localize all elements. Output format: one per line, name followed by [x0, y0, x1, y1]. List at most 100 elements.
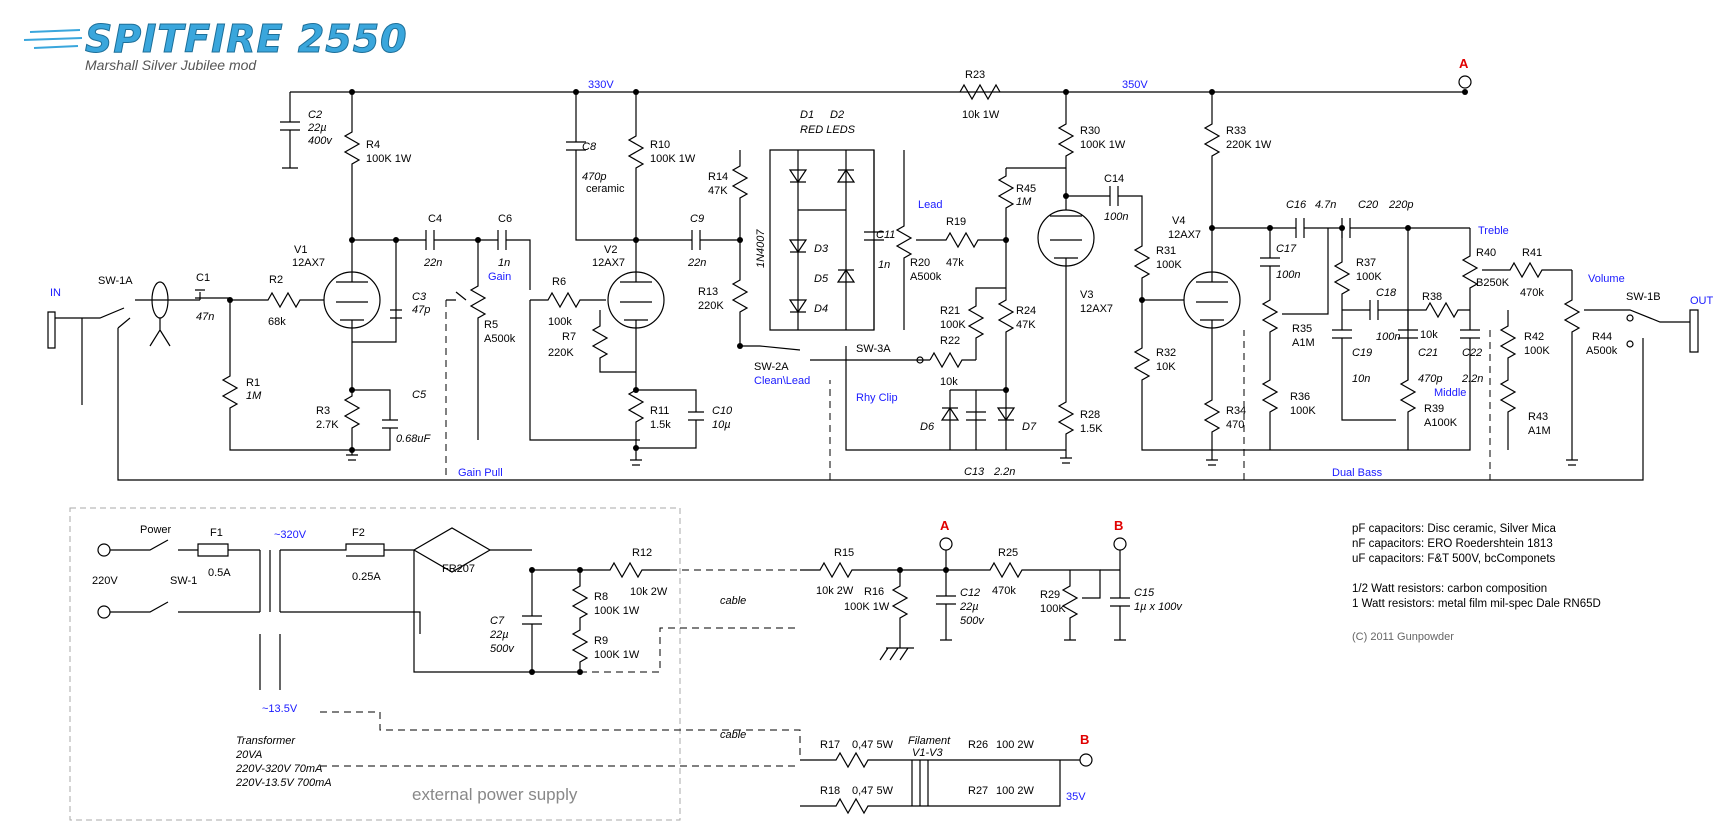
svg-text:100 2W: 100 2W [996, 785, 1035, 797]
svg-text:22n: 22n [423, 257, 442, 269]
gain-label: Gain [488, 271, 511, 283]
svg-text:100K: 100K [1156, 259, 1182, 271]
svg-text:100K: 100K [1356, 271, 1382, 283]
svg-text:SW-1: SW-1 [170, 575, 197, 587]
svg-text:12AX7: 12AX7 [1168, 229, 1201, 241]
svg-text:400v: 400v [308, 135, 333, 147]
r4-symbol [343, 92, 361, 240]
note-5: 1/2 Watt resistors: carbon composition [1352, 583, 1547, 595]
svg-text:C21: C21 [1418, 347, 1438, 359]
svg-text:10n: 10n [1352, 373, 1370, 385]
svg-text:D4: D4 [814, 303, 828, 315]
svg-text:100K 1W: 100K 1W [844, 601, 890, 613]
svg-text:100K: 100K [940, 319, 966, 331]
bypass-wire [117, 317, 1644, 481]
svg-text:R38: R38 [1422, 291, 1442, 303]
note-6: 1 Watt resistors: metal film mil-spec Da… [1352, 598, 1601, 610]
copyright: (C) 2011 Gunpowder [1352, 631, 1454, 643]
svg-text:A500k: A500k [484, 333, 516, 345]
svg-text:2.7K: 2.7K [316, 419, 339, 431]
svg-text:F1: F1 [210, 527, 223, 539]
d1-led [788, 169, 808, 184]
svg-text:4.7n: 4.7n [1315, 199, 1336, 211]
svg-text:R22: R22 [940, 335, 960, 347]
svg-text:500v: 500v [960, 615, 985, 627]
svg-text:100K 1W: 100K 1W [1080, 139, 1126, 151]
d5-diode [836, 268, 856, 283]
svg-text:47n: 47n [196, 311, 214, 323]
logo: SPITFIRE 2550 Marshall Silver Jubilee mo… [23, 17, 407, 73]
svg-text:R13: R13 [698, 286, 718, 298]
rhy-clip-label: Rhy Clip [856, 392, 898, 404]
svg-text:A100K: A100K [1424, 417, 1458, 429]
svg-text:C9: C9 [690, 213, 704, 225]
svg-text:C2: C2 [308, 109, 322, 121]
svg-text:10K: 10K [1156, 361, 1176, 373]
svg-text:B: B [1080, 732, 1089, 747]
svg-text:R27: R27 [968, 785, 988, 797]
rail-350v: 350V [1122, 79, 1148, 91]
svg-text:C22: C22 [1462, 347, 1482, 359]
svg-text:100K 1W: 100K 1W [366, 153, 412, 165]
svg-text:R17: R17 [820, 739, 840, 751]
svg-text:1.5K: 1.5K [1080, 423, 1103, 435]
svg-text:A500k: A500k [1586, 345, 1618, 357]
svg-text:R39: R39 [1424, 403, 1444, 415]
power-supply-box [69, 507, 681, 821]
input-label: IN [50, 287, 61, 299]
svg-text:R12: R12 [632, 547, 652, 559]
svg-text:220V-13.5V 700mA: 220V-13.5V 700mA [235, 777, 332, 789]
svg-text:C3: C3 [412, 291, 427, 303]
svg-text:10k 2W: 10k 2W [630, 586, 668, 598]
svg-text:F2: F2 [352, 527, 365, 539]
svg-text:220V: 220V [92, 575, 118, 587]
svg-text:C11: C11 [876, 229, 895, 241]
svg-text:R19: R19 [946, 216, 966, 228]
svg-text:12AX7: 12AX7 [292, 257, 325, 269]
d2-led [836, 168, 856, 183]
svg-text:R37: R37 [1356, 257, 1376, 269]
svg-text:Filament: Filament [908, 735, 951, 747]
svg-text:cable: cable [720, 729, 746, 741]
svg-text:100K: 100K [1290, 405, 1316, 417]
logo-subtitle: Marshall Silver Jubilee mod [85, 57, 257, 73]
svg-text:10k 1W: 10k 1W [962, 109, 1000, 121]
svg-text:100K 1W: 100K 1W [594, 649, 640, 661]
svg-text:470k: 470k [992, 585, 1016, 597]
svg-text:B: B [1114, 518, 1123, 533]
svg-text:R43: R43 [1528, 411, 1548, 423]
svg-text:1.5k: 1.5k [650, 419, 671, 431]
node-a-terminal [1458, 75, 1472, 89]
svg-text:R21: R21 [940, 305, 960, 317]
svg-text:C20: C20 [1358, 199, 1379, 211]
svg-text:R35: R35 [1292, 323, 1312, 335]
svg-text:R11: R11 [650, 405, 669, 417]
svg-text:220K: 220K [548, 347, 574, 359]
svg-text:~320V: ~320V [274, 529, 307, 541]
svg-text:470p: 470p [1418, 373, 1442, 385]
note-3: uF capacitors: F&T 500V, bcComponets [1352, 553, 1556, 565]
svg-text:R15: R15 [834, 547, 854, 559]
svg-text:R44: R44 [1592, 331, 1612, 343]
svg-text:12AX7: 12AX7 [592, 257, 625, 269]
svg-text:22µ: 22µ [307, 122, 327, 134]
svg-text:V4: V4 [1172, 215, 1185, 227]
svg-text:R41: R41 [1522, 247, 1542, 259]
svg-text:470: 470 [1226, 419, 1244, 431]
svg-text:220p: 220p [1388, 199, 1413, 211]
d4-diode [788, 299, 808, 314]
r5-symbol [446, 240, 487, 440]
power-supply-label: external power supply [412, 785, 578, 804]
input-jack [47, 311, 56, 349]
svg-text:1n: 1n [878, 259, 890, 271]
svg-text:1N4007: 1N4007 [755, 229, 767, 268]
svg-text:10µ: 10µ [712, 419, 731, 431]
svg-text:22µ: 22µ [959, 601, 979, 613]
svg-text:R30: R30 [1080, 125, 1100, 137]
svg-text:SW-3A: SW-3A [856, 343, 891, 355]
svg-text:47K: 47K [1016, 319, 1036, 331]
svg-text:1M: 1M [1016, 196, 1032, 208]
svg-text:R5: R5 [484, 319, 498, 331]
svg-text:R33: R33 [1226, 125, 1246, 137]
